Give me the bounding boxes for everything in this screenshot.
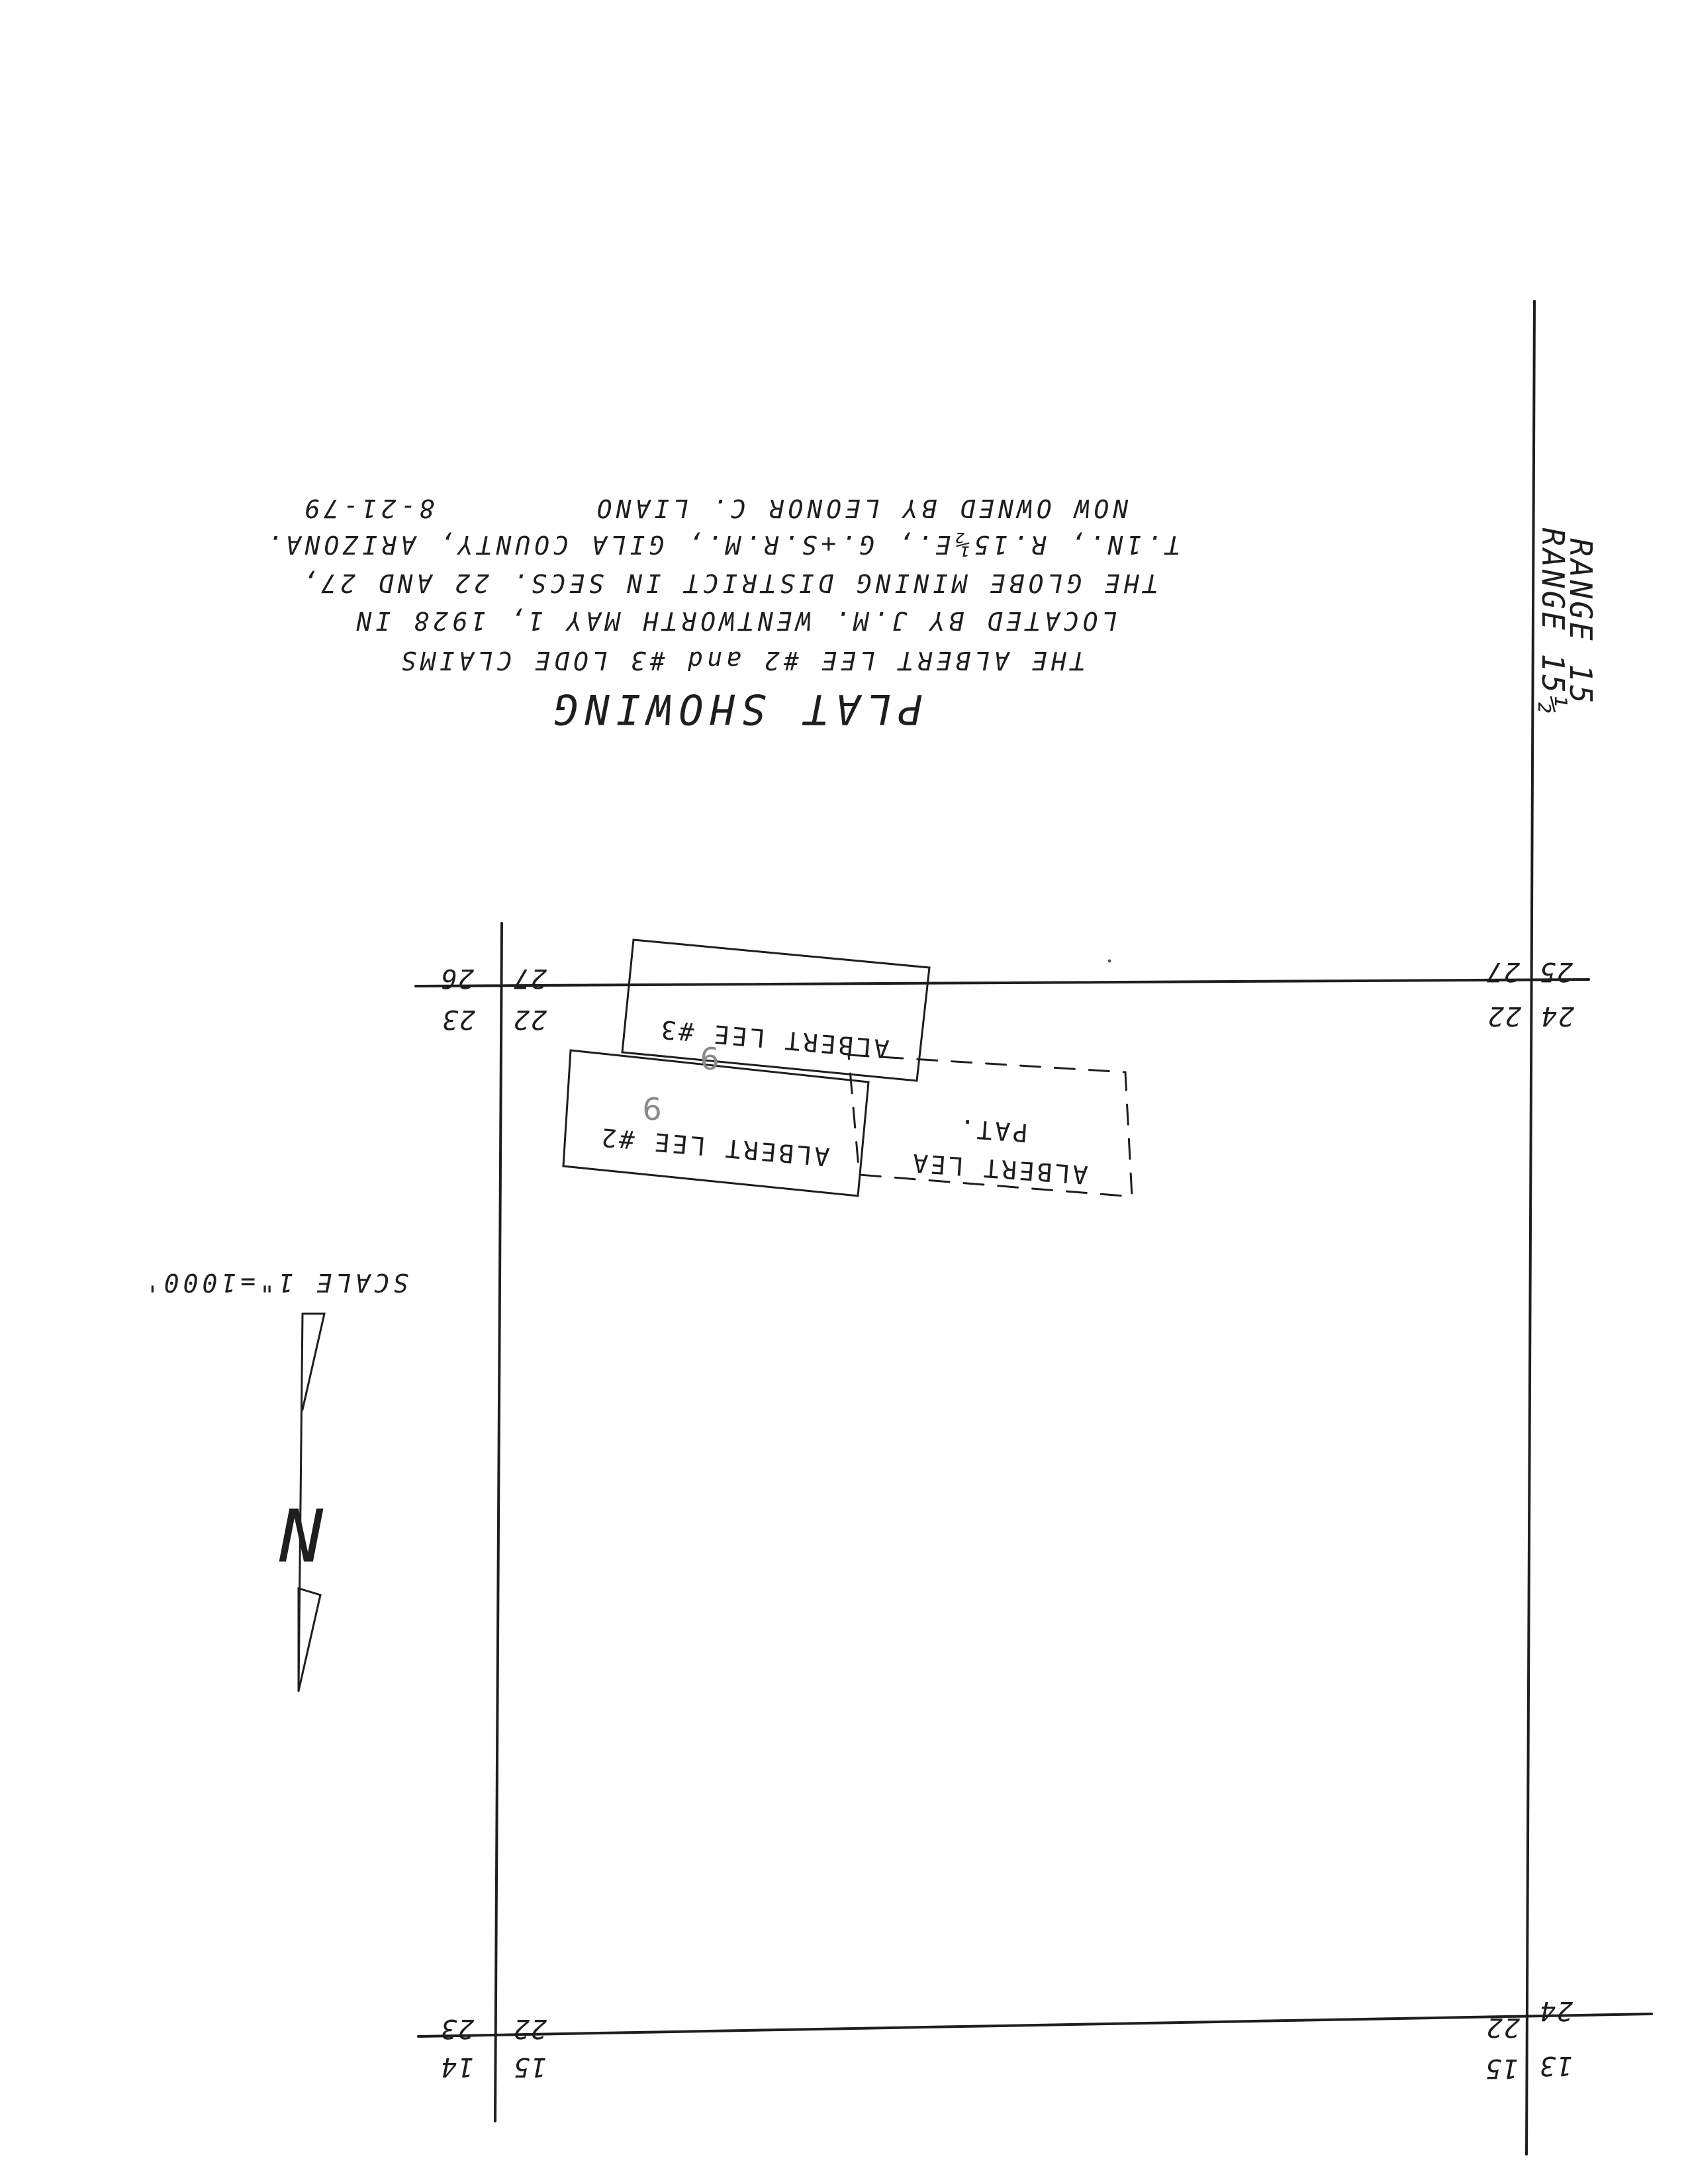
section-number: 23 [441,1004,475,1034]
section-number: 22 [512,2013,547,2044]
range-label-2: RANGE 15½ [1535,527,1571,716]
section-number: 23 [440,2013,474,2044]
scale-label: SCALE 1"=1000' [141,1268,408,1297]
plat-date: 8-21-79 [301,494,434,523]
section-number: 14 [440,2052,474,2082]
north-section-line [414,978,1590,987]
note-line-1: THE ALBERT LEE #2 and #3 LODE CLAIMS [397,646,1086,675]
albert-lea-pat-label: ALBERT LEA [909,1148,1088,1190]
owner-line: NOW OWNED BY LEONOR C. LIANO [593,494,1129,523]
albert-lee-3-label: ALBERT LEE #3 [657,1015,890,1064]
section-number: 15 [1484,2053,1519,2083]
north-arrow-icon: N [279,1312,326,1692]
note-line-4: T.1N., R.15½E., G.+S.R.M., GILA COUNTY, … [263,530,1180,559]
north-letter: N [279,1492,324,1576]
section-number: 24 [1538,1995,1573,2026]
section-number: 25 [1538,956,1573,987]
albert-lea-pat-sublabel: PAT. [956,1113,1029,1147]
section-number: 27 [1485,956,1520,987]
section-number: 22 [1487,1001,1521,1031]
section-number: 13 [1538,2050,1573,2081]
section-number: 27 [512,963,547,993]
range-label-1: RANGE 15 [1563,538,1599,706]
albert-lee-3-claim-outline [621,938,931,1082]
section-number: 22 [512,1004,547,1034]
albert-lea-pat-claim-outline [847,1054,1133,1198]
section-number: 15 [512,2052,547,2082]
west-section-line [494,922,503,2122]
east-range-line [1525,300,1536,2156]
stray-mark [1107,959,1111,963]
plat-title: PLAT SHOWING [547,685,923,733]
note-line-3: THE GLOBE MINING DISTRICT IN SECS. 22 AN… [298,569,1158,598]
note-line-2: LOCATED BY J.M. WENTWORTH MAY 1, 1928 IN [352,606,1117,635]
albert-lee-2-label: ALBERT LEE #2 [598,1122,831,1171]
south-section-line [417,2013,1653,2038]
pencil-mark: 9 [642,1090,661,1126]
section-number: 24 [1540,1001,1574,1031]
pencil-mark: 9 [700,1040,719,1075]
section-number: 22 [1485,2012,1520,2042]
section-number: 26 [440,963,474,993]
albert-lee-2-claim-outline [562,1049,870,1197]
